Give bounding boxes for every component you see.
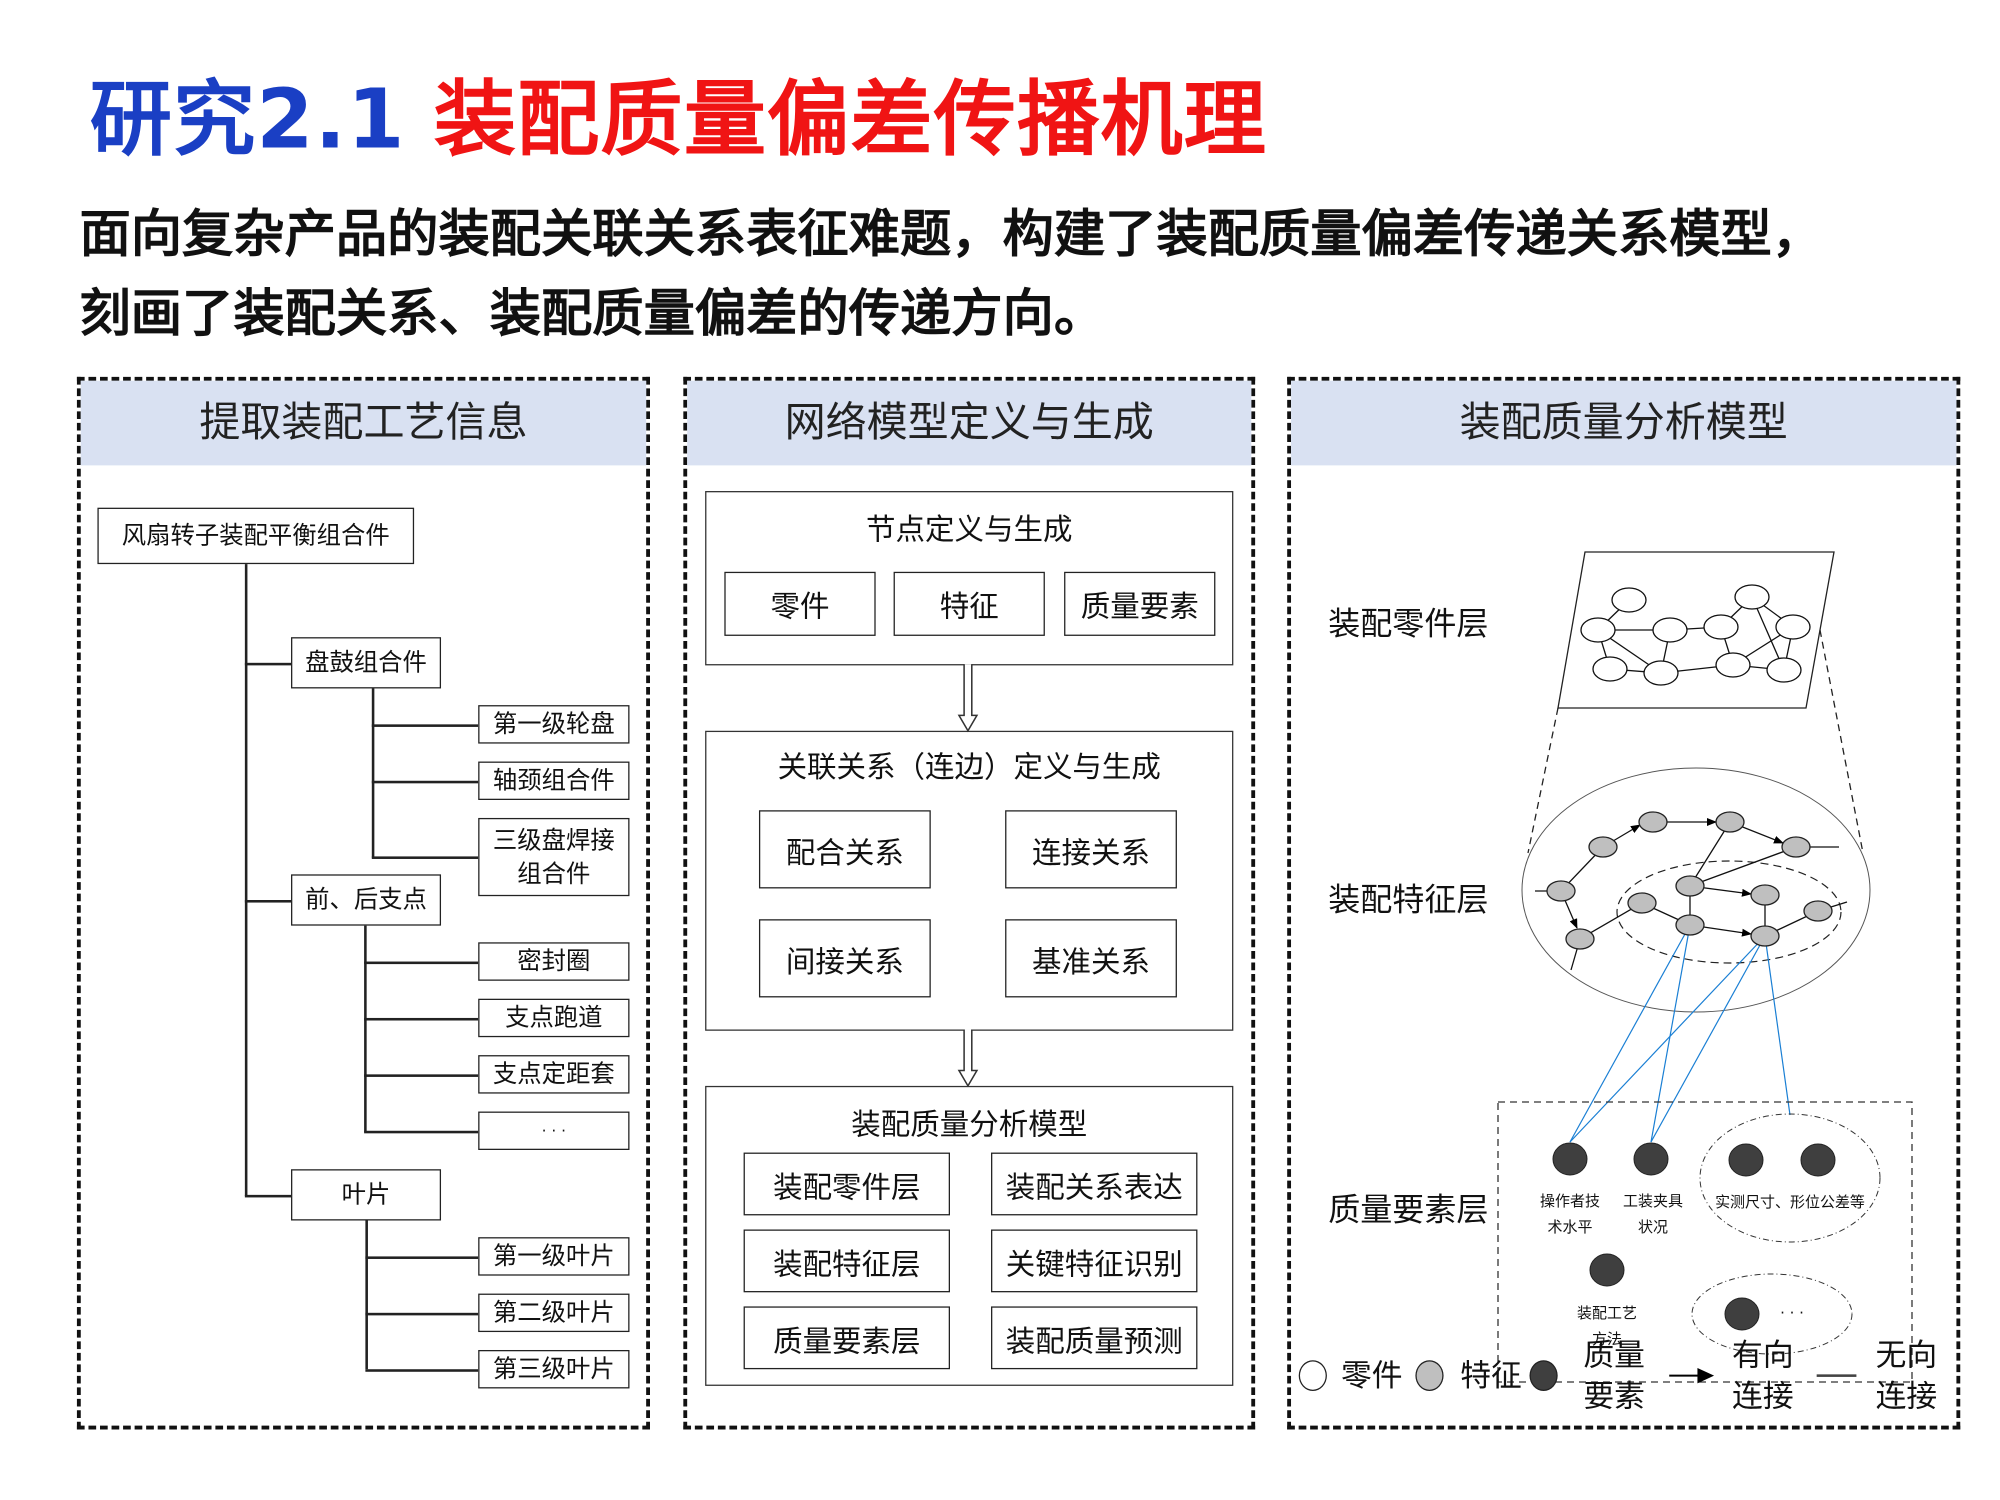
tree-line [365, 1256, 479, 1259]
tree-line [371, 856, 479, 859]
subtitle-line-1: 面向复杂产品的装配关联关系表征难题，构建了装配质量偏差传递关系模型， [79, 205, 1824, 265]
subtitle-line-2: 刻画了装配关系、装配质量偏差的传递方向。 [79, 284, 1106, 344]
more-group-ellipse [1691, 1273, 1853, 1355]
flow-arrows [957, 664, 979, 1088]
tree-line [364, 961, 479, 964]
tree-leaf: 支点定距套 [478, 1055, 630, 1094]
model-box: 装配零件层 [743, 1152, 950, 1216]
tree-leaf: 第二级叶片 [478, 1293, 630, 1333]
tree-line [365, 1219, 368, 1370]
tree-line [365, 1312, 479, 1315]
relation-box: 配合关系 [758, 810, 931, 889]
relation-box: 连接关系 [1005, 810, 1177, 889]
model-box: 装配特征层 [743, 1229, 950, 1293]
model-box: 装配关系表达 [991, 1152, 1198, 1216]
quality-label-more: · · · [1780, 1304, 1804, 1322]
page-title: 研究2.1 装配质量偏差传播机理 [90, 54, 1267, 172]
quality-label-operator: 操作者技 [1540, 1192, 1600, 1210]
legend-part-label: 零件 [1341, 1357, 1403, 1394]
tree-leaf: 支点跑道 [478, 998, 630, 1038]
model-box: 质量要素层 [743, 1306, 950, 1370]
part-layer-plane [1527, 551, 1864, 854]
tree-leaf: 轴颈组合件 [478, 761, 630, 800]
legend-text-line: 要素 [1583, 1378, 1645, 1415]
section-title: 节点定义与生成 [866, 514, 1073, 548]
legend-text-line: 连接 [1732, 1378, 1794, 1415]
legend-directed-label: 有向 连接 [1732, 1335, 1794, 1417]
layer-label-quality: 质量要素层 [1328, 1191, 1489, 1229]
panel-header: 装配质量分析模型 [1291, 380, 1957, 466]
feature-nodes [1546, 811, 1833, 950]
section-analysis-model: 装配质量分析模型 [705, 1085, 1234, 1386]
panel-header: 网络模型定义与生成 [687, 380, 1252, 466]
tree-node: 盘鼓组合件 [291, 637, 442, 689]
quality-label-operator: 术水平 [1548, 1218, 1593, 1236]
legend-quality-icon [1529, 1360, 1558, 1392]
quality-label-measured: 实测尺寸、形位公差等 [1715, 1193, 1865, 1211]
tree-line [244, 899, 292, 902]
legend-text-line: 无向 [1875, 1337, 1938, 1374]
tree-leaf: 第一级叶片 [478, 1237, 630, 1276]
relation-box: 基准关系 [1005, 919, 1177, 998]
panel-network-model: 网络模型定义与生成 [683, 376, 1256, 1430]
part-nodes [1580, 584, 1811, 686]
tree-node: 叶片 [291, 1169, 442, 1221]
tree-leaf: 三级盘焊接 组合件 [478, 817, 630, 897]
legend-feature-icon [1415, 1360, 1444, 1392]
legend-undirected-label: 无向 连接 [1876, 1335, 1938, 1417]
model-box: 装配质量预测 [991, 1306, 1198, 1370]
node-type-box: 特征 [893, 571, 1045, 636]
node-type-box: 零件 [724, 571, 876, 636]
quality-layer-box [1497, 1101, 1913, 1383]
legend-text-line: 有向 [1732, 1337, 1794, 1374]
panel-header: 提取装配工艺信息 [80, 380, 647, 466]
tree-leaf-ellipsis: · · · [478, 1111, 630, 1150]
panel-process-info: 提取装配工艺信息 [76, 376, 650, 1430]
legend-directed-arrow-icon [1669, 1367, 1715, 1384]
tree-line [371, 724, 479, 727]
tree-line [365, 1369, 479, 1372]
tree-line [244, 562, 247, 1197]
section-title: 装配质量分析模型 [851, 1108, 1088, 1143]
legend-text-line: 连接 [1875, 1378, 1938, 1415]
section-title: 关联关系（连边）定义与生成 [777, 751, 1161, 785]
feature-layer-ellipse [1521, 767, 1871, 1013]
legend-quality-label: 质量 要素 [1583, 1335, 1645, 1417]
key-feature-ellipse [1616, 860, 1842, 964]
tree-leaf-line: 组合件 [517, 859, 591, 888]
quality-label-process: 方法 [1592, 1330, 1622, 1348]
panel-quality-model: 装配质量分析模型 [1287, 376, 1961, 1430]
legend-text-line: 质量 [1583, 1337, 1645, 1374]
tree-leaf: 第三级叶片 [478, 1349, 630, 1389]
tree-line [364, 1017, 479, 1020]
legend-undirected-line-icon [1816, 1374, 1857, 1377]
measured-group-ellipse [1699, 1113, 1881, 1243]
title-prefix: 研究2.1 [89, 73, 406, 168]
tree-line [364, 1074, 479, 1077]
tree-line [364, 1130, 479, 1133]
tree-leaf-line: 三级盘焊接 [492, 826, 615, 855]
legend-part-icon [1298, 1360, 1327, 1392]
tree-line [244, 662, 292, 665]
relation-box: 间接关系 [758, 919, 931, 998]
node-type-box: 质量要素 [1064, 571, 1216, 636]
quality-label-fixture: 状况 [1638, 1218, 1668, 1236]
quality-label-process: 装配工艺 [1577, 1304, 1637, 1322]
quality-label-fixture: 工装夹具 [1623, 1192, 1683, 1210]
model-box: 关键特征识别 [991, 1229, 1198, 1293]
tree-root: 风扇转子装配平衡组合件 [97, 507, 415, 565]
layer-label-feature: 装配特征层 [1328, 880, 1489, 918]
tree-line [364, 924, 367, 1133]
layer-label-part: 装配零件层 [1328, 605, 1489, 643]
tree-node: 前、后支点 [291, 874, 442, 926]
tree-line [371, 688, 374, 858]
tree-line [371, 780, 479, 783]
title-main: 装配质量偏差传播机理 [433, 73, 1268, 168]
quality-nodes [1552, 1142, 1836, 1331]
tree-leaf: 第一级轮盘 [478, 705, 630, 744]
legend-feature-label: 特征 [1460, 1357, 1522, 1394]
tree-line [244, 1194, 292, 1197]
quality-links [1569, 924, 1791, 1143]
tree-leaf: 密封圈 [478, 942, 630, 981]
